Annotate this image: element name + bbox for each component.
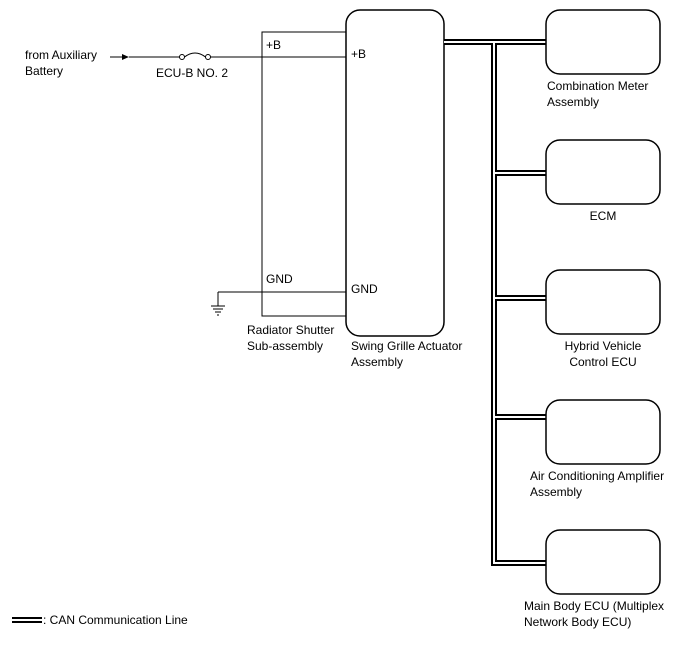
ecu-label-air-conditioning-line2: Assembly <box>530 485 583 499</box>
legend-label: : CAN Communication Line <box>43 613 188 627</box>
ecu-label-combination-meter-line1: Combination Meter <box>547 79 649 93</box>
source-label-line2: Battery <box>25 64 64 78</box>
can-bus <box>444 39 547 566</box>
ecu-box-air-conditioning <box>545 399 661 465</box>
actuator-pin-b: +B <box>351 47 367 61</box>
arrow-icon <box>122 54 129 60</box>
ecu-label-main-body-line2: Network Body ECU) <box>524 615 632 629</box>
radiator-shutter-label-line2: Sub-assembly <box>247 339 324 353</box>
fuse-icon <box>179 52 211 60</box>
ground-icon <box>211 305 225 316</box>
actuator-box <box>345 9 445 337</box>
ecu-box-hybrid-vehicle <box>545 269 661 335</box>
ecu-label-main-body-line1: Main Body ECU (Multiplex <box>524 599 665 613</box>
ground-line <box>217 291 346 306</box>
actuator-label-line2: Assembly <box>351 355 404 369</box>
radiator-shutter-pin-b: +B <box>266 38 282 52</box>
radiator-shutter-pin-gnd: GND <box>266 272 293 286</box>
source-label-line1: from Auxiliary <box>25 48 98 62</box>
actuator-pin-gnd: GND <box>351 282 378 296</box>
ecu-label-hybrid-vehicle-line2: Control ECU <box>569 355 637 369</box>
ecu-box-combination-meter <box>545 9 661 75</box>
ecu-label-hybrid-vehicle-line1: Hybrid Vehicle <box>564 339 642 353</box>
actuator-label-line1: Swing Grille Actuator <box>351 339 463 353</box>
ecu-label-ecm: ECM <box>589 209 617 223</box>
ecu-box-ecm <box>545 139 661 205</box>
fuse-label: ECU-B NO. 2 <box>156 66 229 80</box>
radiator-shutter-label-line1: Radiator Shutter <box>247 323 335 337</box>
ecu-box-main-body <box>545 529 661 595</box>
ecu-label-combination-meter-line2: Assembly <box>547 95 600 109</box>
ecu-label-air-conditioning-line1: Air Conditioning Amplifier <box>530 469 665 483</box>
